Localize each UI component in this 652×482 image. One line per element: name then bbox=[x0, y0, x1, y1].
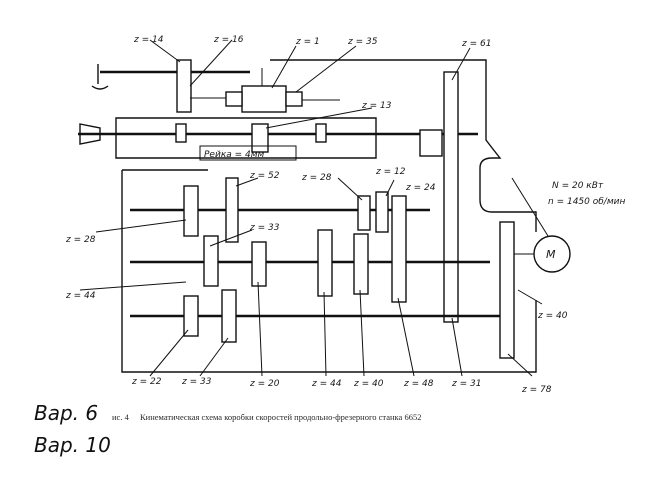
motor-symbol: M bbox=[546, 248, 556, 261]
motor-leader bbox=[511, 177, 549, 237]
gear-z24 bbox=[375, 191, 389, 233]
gear-z78 bbox=[499, 221, 515, 359]
caption-text: Кинематическая схема коробки скоростей п… bbox=[140, 412, 421, 422]
gear-z48 bbox=[391, 195, 407, 303]
gear-z20 bbox=[251, 241, 267, 287]
label-z33-lower: z = 33 bbox=[181, 377, 212, 387]
label-z40-lower: z = 40 bbox=[353, 379, 384, 389]
label-z44-left: z = 44 bbox=[65, 291, 96, 301]
tool-head-icon bbox=[79, 123, 101, 145]
upper-housing bbox=[115, 117, 377, 159]
handwritten-variant-1: Вар. 6 bbox=[34, 401, 98, 425]
gear-z22 bbox=[183, 295, 199, 337]
gear-z28 bbox=[183, 185, 199, 237]
gear-z14 bbox=[176, 59, 192, 113]
label-z28-left: z = 28 bbox=[65, 235, 96, 245]
clutch-left bbox=[175, 123, 187, 143]
caption-number: ис. 4 bbox=[112, 412, 130, 422]
label-z44-lower: z = 44 bbox=[311, 379, 342, 389]
gear-z40 bbox=[353, 233, 369, 295]
label-z24: z = 24 bbox=[405, 183, 436, 193]
rack-box bbox=[199, 145, 297, 161]
label-z61: z = 61 bbox=[461, 39, 491, 49]
leader-lines bbox=[79, 39, 543, 377]
label-z31: z = 31 bbox=[451, 379, 481, 389]
label-z52: z = 52 bbox=[249, 171, 280, 181]
worm-housing bbox=[241, 85, 287, 113]
handwritten-variant-2: Вар. 10 bbox=[34, 433, 111, 457]
label-z40-right: z = 40 bbox=[537, 311, 568, 321]
label-z16: z = 16 bbox=[213, 35, 244, 45]
gear-z61 bbox=[443, 71, 459, 323]
motor-power: N = 20 кВт bbox=[552, 181, 604, 191]
gearbox-housing bbox=[121, 59, 537, 373]
label-z22: z = 22 bbox=[131, 377, 162, 387]
label-z13: z = 13 bbox=[361, 101, 392, 111]
gear-z12 bbox=[357, 195, 371, 231]
clutch-right bbox=[315, 123, 327, 143]
coupling bbox=[419, 129, 443, 157]
gear-z33-lower bbox=[221, 289, 237, 343]
label-z20: z = 20 bbox=[249, 379, 280, 389]
label-z28-upper: z = 28 bbox=[301, 173, 332, 183]
gear-z33 bbox=[203, 235, 219, 287]
label-z12: z = 12 bbox=[375, 167, 406, 177]
motor-speed: n = 1450 об/мин bbox=[548, 197, 625, 207]
label-z78: z = 78 bbox=[521, 385, 552, 395]
label-z33-upper: z = 33 bbox=[249, 223, 280, 233]
rack-label: Рейка = 4мм bbox=[204, 150, 265, 160]
label-z14: z = 14 bbox=[133, 35, 164, 45]
label-z35: z = 35 bbox=[347, 37, 378, 47]
worm-gear-z35 bbox=[285, 91, 303, 107]
worm-gear-z1 bbox=[225, 91, 243, 107]
label-z48: z = 48 bbox=[403, 379, 434, 389]
label-z1: z = 1 bbox=[295, 37, 320, 47]
handwheel-icon bbox=[91, 64, 109, 90]
gear-z44 bbox=[317, 229, 333, 297]
gear-z13 bbox=[251, 123, 269, 153]
gear-z52 bbox=[225, 177, 239, 243]
